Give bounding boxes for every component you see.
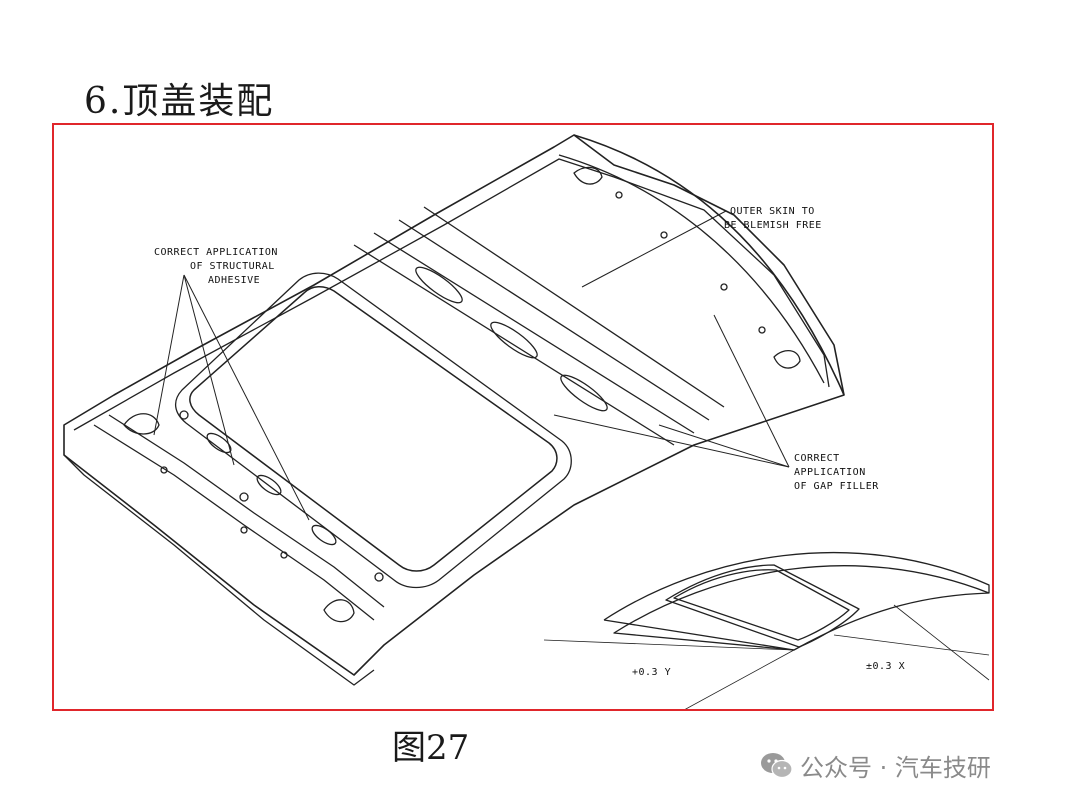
watermark-text: 公众号 · 汽车技研 — [800, 754, 991, 782]
figure-frame: CORRECT APPLICATION OF STRUCTURAL ADHESI… — [52, 123, 994, 711]
figure-caption: 图27 — [392, 728, 470, 768]
roof-assembly-drawing — [63, 134, 990, 709]
page-title: 6.顶盖装配 — [84, 81, 275, 122]
watermark: 公众号 · 汽车技研 — [760, 748, 991, 783]
wechat-icon — [761, 752, 793, 778]
